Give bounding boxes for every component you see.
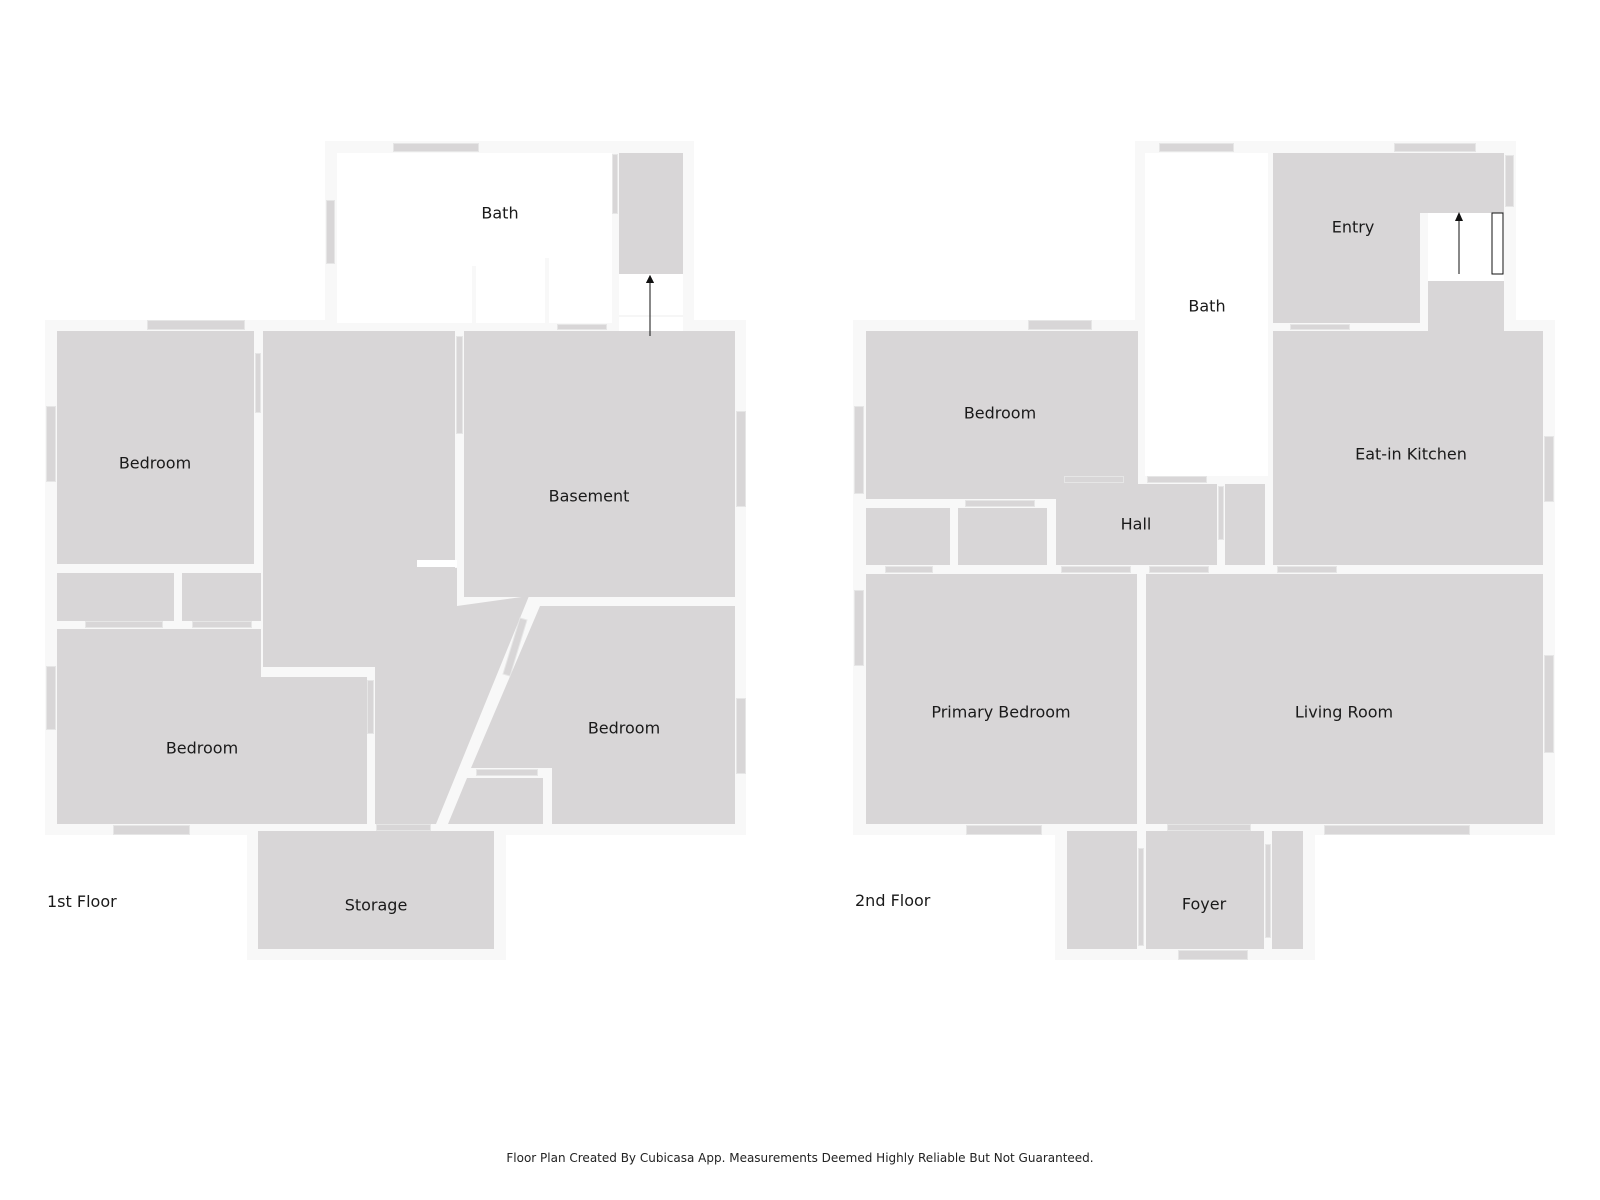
window xyxy=(113,825,190,835)
room-label-bedroom-lower-left: Bedroom xyxy=(165,738,239,758)
room-label-bath-1: Bath xyxy=(481,203,519,223)
room-bedroom-2 xyxy=(866,331,1138,499)
room-label-bedroom-2: Bedroom xyxy=(963,403,1037,423)
room-living-room xyxy=(1146,574,1543,824)
window xyxy=(1159,143,1234,152)
window xyxy=(965,500,1035,507)
window xyxy=(1028,320,1092,330)
window xyxy=(612,154,618,214)
room-closet-1 xyxy=(57,573,174,621)
window xyxy=(1061,566,1131,573)
stair-closet xyxy=(619,153,683,274)
floor-label-1st: 1st Floor xyxy=(47,892,117,911)
room-label-basement: Basement xyxy=(548,486,630,506)
room-label-bedroom-right: Bedroom xyxy=(587,718,661,738)
room-basement xyxy=(464,331,735,597)
window xyxy=(557,324,607,330)
window xyxy=(736,411,746,507)
corridor-stub-wall xyxy=(417,560,457,567)
room-foyer-closet-left xyxy=(1067,831,1137,949)
window xyxy=(46,406,56,482)
window xyxy=(393,143,479,152)
window xyxy=(1290,324,1350,330)
floor-label-2nd: 2nd Floor xyxy=(855,891,931,910)
window xyxy=(1277,566,1337,573)
room-label-eat-in-kitchen: Eat-in Kitchen xyxy=(1355,444,1467,464)
room-closet-b xyxy=(958,508,1047,565)
bath-partition-1 xyxy=(472,266,476,323)
window xyxy=(1544,655,1554,753)
window xyxy=(885,566,933,573)
window xyxy=(1138,848,1144,946)
window xyxy=(1265,844,1271,938)
room-closet-c xyxy=(1225,484,1265,565)
room-bedroom-lower-left xyxy=(57,629,261,824)
window xyxy=(1147,476,1207,483)
stairs xyxy=(619,274,683,336)
room-eat-in-kitchen xyxy=(1273,331,1543,565)
window xyxy=(85,621,163,628)
room-foyer xyxy=(1146,831,1264,949)
room-label-bath-2: Bath xyxy=(1188,296,1226,316)
room-entry-main xyxy=(1273,153,1420,323)
window xyxy=(326,200,335,264)
window xyxy=(1178,950,1248,960)
room-hall xyxy=(1056,484,1217,565)
room-closet-a xyxy=(866,508,950,565)
room-label-storage: Storage xyxy=(344,895,408,915)
room-label-hall: Hall xyxy=(1120,514,1152,534)
window xyxy=(1324,825,1470,835)
window xyxy=(854,590,864,666)
room-foyer-closet-right xyxy=(1272,831,1303,949)
room-primary-bedroom xyxy=(866,574,1137,824)
window xyxy=(147,320,245,330)
window xyxy=(1505,155,1514,207)
window xyxy=(1394,143,1476,152)
room-label-living-room: Living Room xyxy=(1294,702,1394,722)
window xyxy=(255,353,261,413)
window xyxy=(1544,436,1554,502)
bath-partition-2 xyxy=(545,258,549,323)
window xyxy=(456,336,463,434)
bath-area-2 xyxy=(1145,153,1268,476)
window xyxy=(192,621,252,628)
window xyxy=(1064,476,1124,483)
room-label-bedroom-upper-left: Bedroom xyxy=(118,453,192,473)
room-closet-2 xyxy=(182,573,261,621)
room-label-entry: Entry xyxy=(1331,217,1375,237)
stair-landing xyxy=(1428,281,1504,331)
window xyxy=(854,406,864,494)
window xyxy=(1149,566,1209,573)
footer-disclaimer: Floor Plan Created By Cubicasa App. Meas… xyxy=(506,1151,1094,1165)
window xyxy=(1167,824,1251,831)
window xyxy=(367,680,374,734)
room-storage xyxy=(258,831,494,949)
room-bedroom-upper-left xyxy=(57,331,254,564)
window xyxy=(376,824,431,831)
window xyxy=(1218,486,1224,540)
room-bedroom-lower-left-ext xyxy=(261,677,367,824)
room-label-foyer: Foyer xyxy=(1181,894,1227,914)
room-corridor-lower xyxy=(263,568,457,667)
window xyxy=(476,769,538,776)
window xyxy=(46,666,56,730)
window xyxy=(736,698,746,774)
room-label-primary-bedroom: Primary Bedroom xyxy=(931,702,1071,722)
stairs-2 xyxy=(1428,213,1504,281)
window xyxy=(966,825,1042,835)
